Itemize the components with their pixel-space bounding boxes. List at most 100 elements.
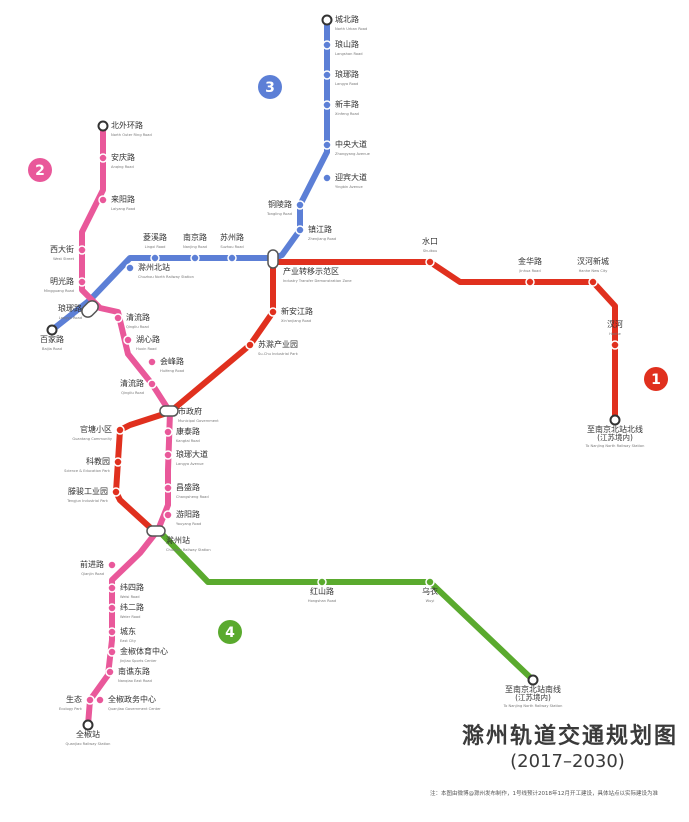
station-name-en: Chuzhou Railway Station [166, 548, 211, 552]
station-name-en: Guantang Community [72, 437, 113, 441]
station-name: 游阳路 [176, 509, 200, 519]
interchange-chuzhouzhan[interactable] [146, 525, 166, 537]
station-name: 全椒站 [76, 729, 100, 739]
station-nanjingnorth2[interactable]: 至南京北站南线(江苏境内)To Nanjing North Railway St… [503, 674, 563, 709]
interchange-shizhengfu[interactable] [159, 405, 179, 417]
station-name-en: Jinjiao Sports Center [119, 659, 157, 663]
station-name-en: Qingliu Road [121, 391, 144, 395]
interchange-chanye[interactable] [267, 249, 279, 269]
map-subtitle: (2017–2030) [510, 751, 625, 772]
station-name: 琅琊路 [335, 69, 359, 79]
station-weier[interactable]: 纬二路 Weier Road [107, 602, 144, 619]
station-dot [322, 70, 332, 80]
station-name: 至南京北站北线 [587, 424, 643, 434]
station-dot [321, 14, 333, 26]
station-dot [588, 277, 598, 287]
station-dot [163, 450, 173, 460]
station-dot [268, 307, 278, 317]
station-name-en: Youyang Road [176, 522, 201, 526]
station-dot [147, 357, 157, 367]
line3-badge-text: 3 [265, 80, 275, 96]
station-dot [295, 200, 305, 210]
station-name-en: Suzhou Road [220, 245, 243, 249]
station-name-line2: (江苏境内) [515, 692, 551, 702]
station-name: 红山路 [310, 586, 334, 596]
station-name-en: Shuikou [423, 249, 437, 253]
station-name: 纬二路 [120, 602, 144, 612]
station-name: 会峰路 [160, 356, 184, 366]
station-dot [107, 627, 117, 637]
station-dot [295, 225, 305, 235]
station-name: 纬四路 [120, 582, 144, 592]
station-name: 西大街 [50, 244, 74, 254]
station-name-en: Su-Chu Industrial Park [258, 352, 299, 356]
station-nanjingnorth[interactable]: 至南京北站北线(江苏境内)To Nanjing North Railway St… [585, 414, 645, 449]
station-dot [85, 695, 95, 705]
station-name: 昌盛路 [176, 482, 200, 492]
station-youjia[interactable]: 游阳路 Youyang Road [163, 509, 201, 526]
station-name: 菱溪路 [143, 232, 167, 242]
station-dot [163, 510, 173, 520]
station-name-en: Langya Road [59, 316, 82, 320]
station-name-en: Weier Road [120, 615, 140, 619]
line1-route [113, 259, 618, 535]
station-name-en: Nanjing Road [183, 245, 207, 249]
station-dot [425, 257, 435, 267]
station-dot [98, 153, 108, 163]
line1-badge-text: 1 [651, 372, 661, 388]
interchange-langya[interactable] [79, 298, 100, 319]
station-name: 来阳路 [111, 194, 135, 204]
station-name-en: To Nanjing North Railway Station [585, 444, 645, 448]
station-name-en: Science & Education Park [64, 469, 111, 473]
station-name-en: Zhongyang Avenue [335, 152, 371, 156]
